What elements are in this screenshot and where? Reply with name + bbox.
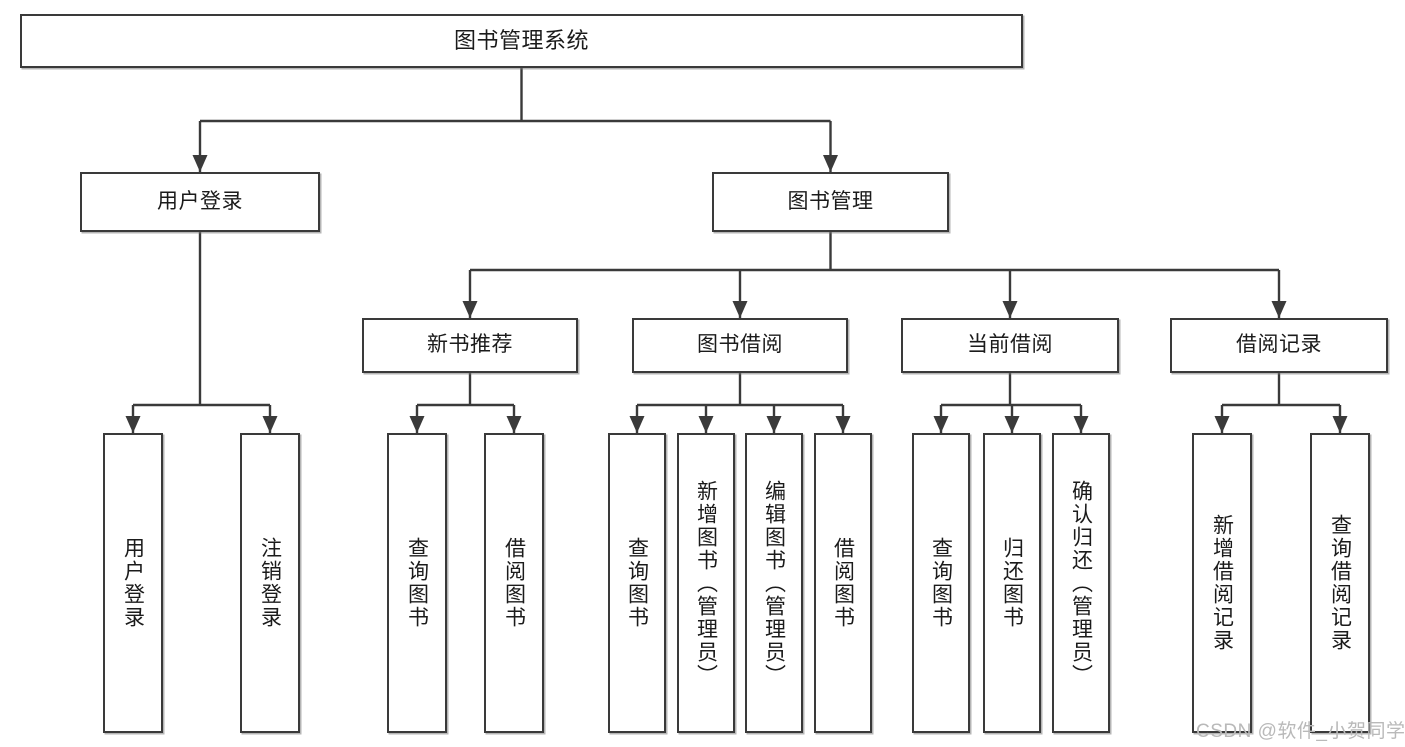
node-label: 图书借阅 <box>697 333 783 357</box>
node-label: 新增图书（管理员） <box>694 479 718 687</box>
node-leaf-confirm-return[interactable]: 确认归还（管理员） <box>1052 433 1110 733</box>
node-leaf-user-login[interactable]: 用户登录 <box>103 433 163 733</box>
node-label: 注销登录 <box>258 537 282 629</box>
connector-conn-book-borrow <box>629 373 851 433</box>
node-leaf-edit-book[interactable]: 编辑图书（管理员） <box>745 433 803 733</box>
node-label: 借阅图书 <box>502 537 526 629</box>
node-label: 图书管理系统 <box>453 28 589 54</box>
node-leaf-query-book-3[interactable]: 查询图书 <box>912 433 970 733</box>
node-root[interactable]: 图书管理系统 <box>20 14 1023 68</box>
node-leaf-add-book[interactable]: 新增图书（管理员） <box>677 433 735 733</box>
node-label: 用户登录 <box>121 537 145 629</box>
node-label: 借阅图书 <box>831 537 855 629</box>
node-leaf-logout[interactable]: 注销登录 <box>240 433 300 733</box>
watermark-text: CSDN @软件_小贺同学 <box>1196 721 1405 742</box>
node-user-login[interactable]: 用户登录 <box>80 172 320 232</box>
connector-conn-borrow-record <box>1214 373 1348 433</box>
node-label: 查询图书 <box>929 537 953 629</box>
node-label: 图书管理 <box>787 189 874 213</box>
node-leaf-add-record[interactable]: 新增借阅记录 <box>1192 433 1252 733</box>
node-leaf-borrow-book-1[interactable]: 借阅图书 <box>484 433 544 733</box>
node-label: 新增借阅记录 <box>1210 514 1234 652</box>
node-book-borrow[interactable]: 图书借阅 <box>632 318 848 373</box>
node-label: 当前借阅 <box>967 333 1053 357</box>
node-label: 编辑图书（管理员） <box>762 479 786 687</box>
node-book-manage[interactable]: 图书管理 <box>712 172 949 232</box>
node-label: 查询图书 <box>405 537 429 629</box>
node-label: 借阅记录 <box>1236 333 1322 357</box>
node-leaf-query-book-2[interactable]: 查询图书 <box>608 433 666 733</box>
node-borrow-record[interactable]: 借阅记录 <box>1170 318 1388 373</box>
node-label: 查询图书 <box>625 537 649 629</box>
connector-conn-root <box>192 68 838 172</box>
connector-conn-user-login <box>125 232 278 433</box>
connector-conn-book-manage <box>462 232 1287 318</box>
node-label: 用户登录 <box>157 189 243 213</box>
node-new-book-recommend[interactable]: 新书推荐 <box>362 318 578 373</box>
connector-conn-current-borrow <box>933 373 1089 433</box>
node-leaf-query-book-1[interactable]: 查询图书 <box>387 433 447 733</box>
node-label: 归还图书 <box>1000 537 1024 629</box>
node-leaf-return-book[interactable]: 归还图书 <box>983 433 1041 733</box>
node-label: 确认归还（管理员） <box>1069 479 1093 687</box>
connector-conn-new-book-recommend <box>409 373 522 433</box>
node-current-borrow[interactable]: 当前借阅 <box>901 318 1119 373</box>
node-label: 新书推荐 <box>427 333 513 357</box>
node-leaf-query-record[interactable]: 查询借阅记录 <box>1310 433 1370 733</box>
node-label: 查询借阅记录 <box>1328 514 1352 652</box>
node-leaf-borrow-book-2[interactable]: 借阅图书 <box>814 433 872 733</box>
